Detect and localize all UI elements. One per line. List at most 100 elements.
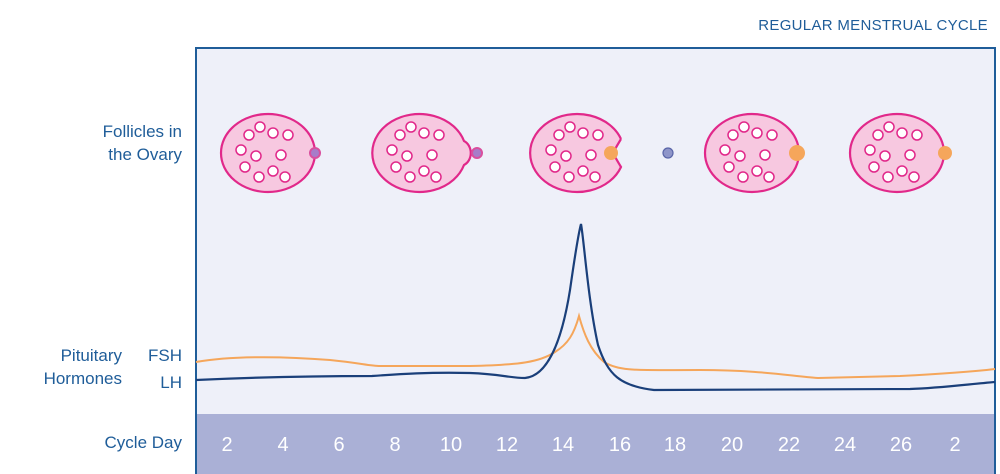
follicle bbox=[253, 171, 265, 183]
follicle bbox=[243, 129, 255, 141]
pituitary-label: Pituitary Hormones bbox=[44, 344, 122, 390]
follicle bbox=[911, 129, 923, 141]
follicle bbox=[592, 129, 604, 141]
follicle bbox=[577, 127, 589, 139]
cycle-day-tick: 22 bbox=[778, 434, 800, 456]
cycle-day-band bbox=[196, 414, 995, 474]
follicle bbox=[734, 150, 746, 162]
follicle bbox=[275, 149, 287, 161]
cycle-day-tick: 10 bbox=[440, 434, 462, 456]
ovary-shape bbox=[703, 112, 801, 194]
diagram-panel bbox=[196, 48, 995, 474]
follicle bbox=[759, 149, 771, 161]
follicles-row bbox=[219, 112, 952, 194]
lh-curve bbox=[195, 223, 996, 392]
follicle bbox=[426, 149, 438, 161]
cycle-day-tick: 18 bbox=[664, 434, 686, 456]
follicle bbox=[250, 150, 262, 162]
released-egg bbox=[662, 147, 674, 159]
corpus-luteum bbox=[938, 146, 952, 160]
follicle bbox=[418, 127, 430, 139]
cycle-day-tick: 4 bbox=[277, 434, 288, 456]
follicle bbox=[418, 165, 430, 177]
follicle bbox=[751, 165, 763, 177]
corpus-luteum bbox=[789, 145, 805, 161]
follicle bbox=[738, 121, 750, 133]
fsh-label: FSH bbox=[148, 346, 182, 365]
ovary-growing bbox=[371, 112, 483, 194]
cycle-day-tick: 16 bbox=[609, 434, 631, 456]
cycle-day-label: Cycle Day bbox=[104, 433, 182, 452]
follicle bbox=[763, 171, 775, 183]
follicle bbox=[386, 144, 398, 156]
follicle bbox=[864, 144, 876, 156]
follicle bbox=[235, 144, 247, 156]
follicle bbox=[577, 165, 589, 177]
follicles-label-line2: the Ovary bbox=[108, 145, 182, 164]
ovary-ovulation bbox=[529, 112, 674, 194]
dominant-follicle bbox=[309, 147, 321, 159]
fsh-curve bbox=[195, 312, 996, 380]
follicle bbox=[879, 150, 891, 162]
dominant-follicle bbox=[471, 147, 483, 159]
follicles-label-line1: Follicles in bbox=[102, 122, 182, 141]
follicle bbox=[545, 144, 557, 156]
follicle bbox=[549, 161, 561, 173]
follicle bbox=[433, 129, 445, 141]
follicle bbox=[896, 165, 908, 177]
follicle bbox=[727, 129, 739, 141]
follicle bbox=[282, 129, 294, 141]
follicle bbox=[719, 144, 731, 156]
pituitary-label-line2: Hormones bbox=[43, 369, 122, 388]
follicle bbox=[267, 165, 279, 177]
follicle bbox=[553, 129, 565, 141]
follicle bbox=[883, 121, 895, 133]
follicle bbox=[751, 127, 763, 139]
lh-label: LH bbox=[160, 373, 182, 392]
pituitary-label-line1: Pituitary bbox=[60, 346, 122, 365]
cycle-day-tick: 8 bbox=[389, 434, 400, 456]
follicle bbox=[868, 161, 880, 173]
follicle bbox=[560, 150, 572, 162]
follicles-label: Follicles in the Ovary bbox=[103, 120, 182, 166]
ovary-shape bbox=[219, 112, 317, 194]
cycle-day-tick: 2 bbox=[949, 434, 960, 456]
cycle-day-tick: 12 bbox=[496, 434, 518, 456]
follicle bbox=[872, 129, 884, 141]
follicle bbox=[401, 150, 413, 162]
follicle bbox=[279, 171, 291, 183]
ovary-early bbox=[219, 112, 321, 194]
ovary-corpus-luteum bbox=[703, 112, 805, 194]
cycle-day-tick: 2 bbox=[221, 434, 232, 456]
follicle bbox=[405, 121, 417, 133]
follicle bbox=[390, 161, 402, 173]
cycle-day-tick: 6 bbox=[333, 434, 344, 456]
ovary-late-luteal bbox=[848, 112, 952, 194]
cycle-day-tick: 24 bbox=[834, 434, 856, 456]
follicle bbox=[254, 121, 266, 133]
follicle bbox=[564, 121, 576, 133]
chart-title: REGULAR MENSTRUAL CYCLE bbox=[758, 17, 988, 34]
follicle bbox=[737, 171, 749, 183]
follicle bbox=[430, 171, 442, 183]
follicle bbox=[766, 129, 778, 141]
follicle bbox=[896, 127, 908, 139]
follicle bbox=[267, 127, 279, 139]
cycle-day-tick: 20 bbox=[721, 434, 743, 456]
follicle bbox=[239, 161, 251, 173]
follicle bbox=[404, 171, 416, 183]
follicle bbox=[563, 171, 575, 183]
cycle-day-tick: 14 bbox=[552, 434, 574, 456]
corpus-luteum bbox=[604, 146, 618, 160]
follicle bbox=[394, 129, 406, 141]
follicle bbox=[589, 171, 601, 183]
ovary-shape bbox=[848, 112, 946, 194]
follicle bbox=[723, 161, 735, 173]
follicle bbox=[904, 149, 916, 161]
follicle bbox=[908, 171, 920, 183]
follicle bbox=[585, 149, 597, 161]
diagram-frame bbox=[195, 47, 996, 474]
follicle bbox=[882, 171, 894, 183]
